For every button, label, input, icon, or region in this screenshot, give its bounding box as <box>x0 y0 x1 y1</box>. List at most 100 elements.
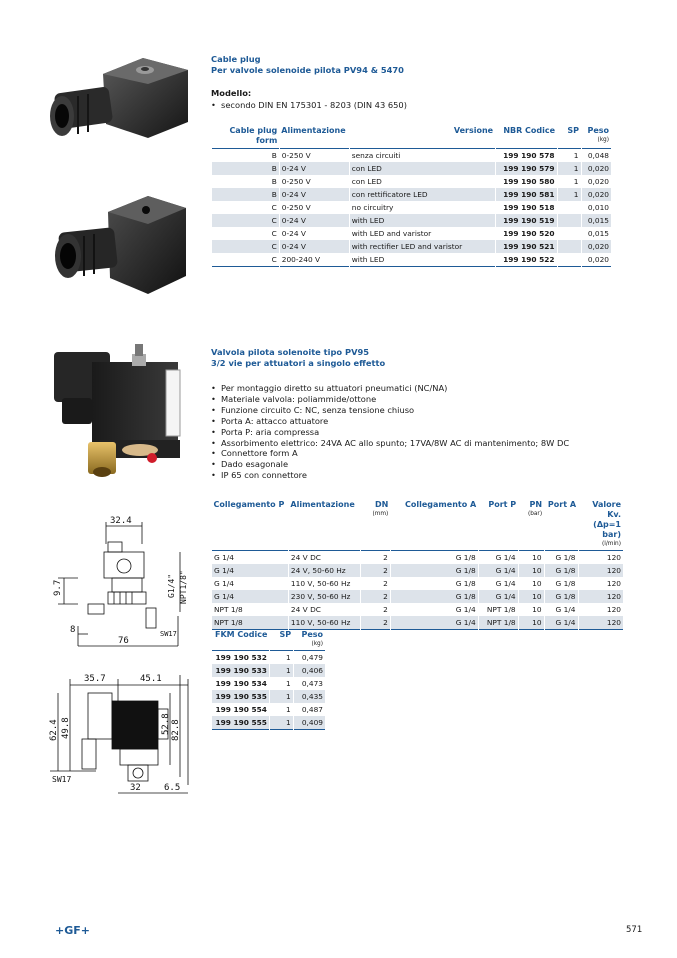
cell-alim: 0-24 V <box>278 240 350 253</box>
cable-plug-table: Cable plug form Alimentazione Versione N… <box>211 126 611 267</box>
dim-sw17: SW17 <box>160 630 177 638</box>
section2-title: Valvola pilota solenoite tipo PV95 3/2 v… <box>211 347 385 369</box>
col-peso-unit: (kg) <box>311 641 323 647</box>
cell-sp: 1 <box>268 690 294 703</box>
cell-alim: 110 V, 50-60 Hz <box>287 616 361 630</box>
cell-dn: 2 <box>359 616 391 630</box>
cell-alim: 0-250 V <box>278 201 350 214</box>
cell-code: 199 190 522 <box>494 253 558 267</box>
col-peso: Peso(kg) <box>581 126 611 149</box>
model-label: Modello: <box>211 88 252 98</box>
col-collegamento-p: Collegamento P <box>213 500 285 509</box>
cell-code: 199 190 535 <box>211 690 270 703</box>
col-dn-label: DN <box>374 500 389 509</box>
cell-sp <box>556 240 581 253</box>
cell-kv: 120 <box>577 550 623 564</box>
cell-dn: 2 <box>359 550 391 564</box>
cell-sp <box>556 253 581 267</box>
cell-ver: with LED and varistor <box>348 227 496 240</box>
dim-npt18: NPT1/8" <box>179 570 188 604</box>
col-kv-unit: (l/min) <box>601 541 621 547</box>
cell-alim: 0-250 V <box>278 148 350 162</box>
cell-peso: 0,020 <box>580 240 611 253</box>
col-sp: SP <box>567 126 579 135</box>
col-peso-label: Peso <box>587 126 609 135</box>
cell-sp: 1 <box>556 148 581 162</box>
col-kv-label2: (Δp=1 bar) <box>593 520 621 539</box>
cell-kv: 120 <box>577 577 623 590</box>
cell-ver: with LED <box>348 253 496 267</box>
section1-title-line1: Cable plug <box>211 54 261 64</box>
section2-title-line2: 3/2 vie per attuatori a singolo effetto <box>211 358 386 368</box>
col-port-p: Port P <box>488 500 517 509</box>
section2-bullets: Per montaggio diretto su attuatori pneum… <box>211 383 651 481</box>
cell-code: 199 190 534 <box>211 677 270 690</box>
section1-title: Cable plug Per valvole solenoide pilota … <box>211 54 404 76</box>
cell-portP: NPT 1/8 <box>477 603 519 616</box>
cell-alim: 0-24 V <box>278 214 350 227</box>
cell-peso: 0,015 <box>580 227 611 240</box>
cell-code: 199 190 555 <box>211 716 270 730</box>
dimension-drawing-top-svg: 32.4 9.7 8 76 SW17 G1/4" NPT1/8" <box>53 516 188 647</box>
bullet-item: secondo DIN EN 175301 - 8203 (DIN 43 650… <box>211 100 631 111</box>
cell-portP: G 1/4 <box>477 564 519 577</box>
cell-alim: 0-24 V <box>278 227 350 240</box>
cell-sp: 1 <box>268 677 294 690</box>
dimension-drawing-bottom: 35.7 45.1 62.4 49.8 52.8 82.8 SW17 32 6.… <box>48 665 198 805</box>
dimension-drawing-top: 32.4 9.7 8 76 SW17 G1/4" NPT1/8" <box>48 512 198 647</box>
col-alimentazione: Alimentazione <box>281 126 346 135</box>
cell-colA: G 1/8 <box>389 577 479 590</box>
dim-6-5: 6.5 <box>164 783 180 793</box>
cell-colA: G 1/8 <box>389 590 479 603</box>
cell-ver: con LED <box>348 175 496 188</box>
cell-ver: with LED <box>348 214 496 227</box>
cell-alim: 24 V, 50-60 Hz <box>287 564 361 577</box>
cell-pn: 10 <box>517 603 545 616</box>
cell-pn: 10 <box>517 550 545 564</box>
cell-dn: 2 <box>359 603 391 616</box>
cell-portA: G 1/8 <box>543 577 579 590</box>
dim-35-7: 35.7 <box>84 674 106 684</box>
dimension-drawing-bottom-svg: 35.7 45.1 62.4 49.8 52.8 82.8 SW17 32 6.… <box>49 674 189 794</box>
dim-sw17: SW17 <box>52 775 71 784</box>
cell-peso: 0,409 <box>292 716 325 730</box>
cell-colA: G 1/8 <box>389 564 479 577</box>
cell-form: C <box>211 214 280 227</box>
cell-peso: 0,487 <box>292 703 325 716</box>
cell-form: B <box>211 175 280 188</box>
cell-peso: 0,020 <box>580 175 611 188</box>
bullet-item: Materiale valvola: poliammide/ottone <box>211 394 651 405</box>
cell-pn: 10 <box>517 616 545 630</box>
cell-pn: 10 <box>517 590 545 603</box>
cell-alim: 110 V, 50-60 Hz <box>287 577 361 590</box>
cell-code: 199 190 519 <box>494 214 558 227</box>
cell-kv: 120 <box>577 616 623 630</box>
cable-plug-photo-form-b <box>48 52 198 164</box>
cell-form: C <box>211 253 280 267</box>
cell-sp: 1 <box>556 188 581 201</box>
dim-8: 8 <box>70 625 75 635</box>
bullet-item: Per montaggio diretto su attuatori pneum… <box>211 383 651 394</box>
cell-sp <box>556 227 581 240</box>
dim-49-8: 49.8 <box>61 717 71 739</box>
col-pn-label: PN <box>529 500 543 509</box>
cell-pn: 10 <box>517 577 545 590</box>
col-dn-unit: (mm) <box>372 511 389 517</box>
cell-ver: with rectifier LED and varistor <box>348 240 496 253</box>
col-form: Cable plug form <box>229 126 278 145</box>
cell-portP: NPT 1/8 <box>477 616 519 630</box>
cell-colA: G 1/8 <box>389 550 479 564</box>
cell-dn: 2 <box>359 577 391 590</box>
bullet-item: Funzione circuito C: NC, senza tensione … <box>211 405 651 416</box>
